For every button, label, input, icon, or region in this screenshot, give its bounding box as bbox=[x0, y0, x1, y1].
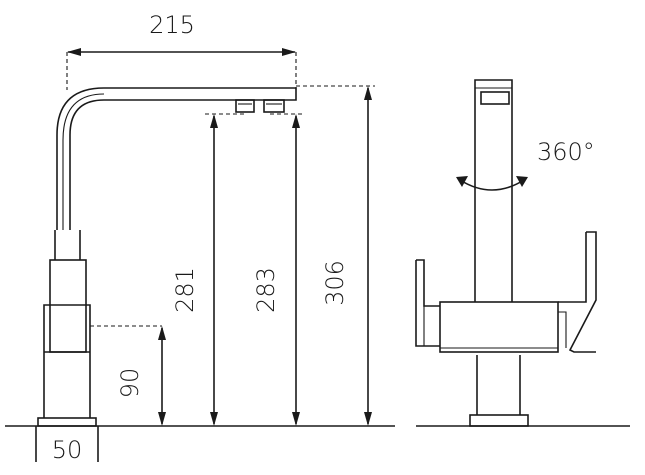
spout-arm bbox=[56, 87, 297, 230]
handle-lever bbox=[49, 259, 87, 353]
right-handle-line bbox=[558, 311, 567, 348]
arrow-bottom bbox=[364, 412, 372, 426]
rotation-label: 360° bbox=[537, 138, 595, 166]
dimension-215: 215 bbox=[66, 11, 297, 90]
dimension-306: 306 bbox=[296, 85, 375, 426]
rotation-arrow-right bbox=[516, 176, 528, 187]
arrow-left bbox=[67, 48, 81, 56]
dimension-label: 306 bbox=[321, 260, 349, 306]
front-view: 360° bbox=[415, 79, 630, 427]
arrow-right bbox=[282, 48, 296, 56]
base-width-label: 50 bbox=[52, 436, 83, 464]
upper-column bbox=[474, 79, 513, 302]
rotation-arc bbox=[459, 179, 525, 191]
outlet-1 bbox=[235, 99, 255, 113]
left-handle bbox=[415, 259, 440, 347]
arrow-bottom bbox=[158, 412, 166, 426]
dimension-label: 281 bbox=[171, 267, 199, 313]
lower-column bbox=[476, 355, 521, 415]
outlet-2 bbox=[263, 99, 285, 113]
arrow-top bbox=[210, 114, 218, 128]
arrow-top bbox=[292, 114, 300, 128]
base-plate bbox=[37, 417, 97, 427]
body-block bbox=[439, 301, 559, 353]
base-width-marker bbox=[35, 426, 99, 462]
side-view bbox=[5, 87, 395, 462]
base-plate bbox=[469, 414, 529, 427]
tap-body bbox=[43, 304, 91, 418]
dimension-label: 90 bbox=[116, 368, 144, 399]
handle-neck bbox=[54, 230, 81, 260]
dimension-281: 281 bbox=[171, 113, 245, 426]
arrow-top bbox=[364, 86, 372, 100]
dimension-283: 283 bbox=[252, 113, 305, 426]
spout-outlet bbox=[480, 91, 510, 105]
spout-inner-line bbox=[62, 93, 105, 230]
dimension-90: 90 bbox=[90, 325, 166, 426]
arrow-bottom bbox=[210, 412, 218, 426]
arrow-top bbox=[158, 326, 166, 340]
dimension-label: 215 bbox=[149, 11, 195, 39]
arrow-bottom bbox=[292, 412, 300, 426]
rotation-arrow-left bbox=[456, 176, 468, 187]
right-handle bbox=[558, 231, 597, 353]
dimension-label: 283 bbox=[252, 267, 280, 313]
